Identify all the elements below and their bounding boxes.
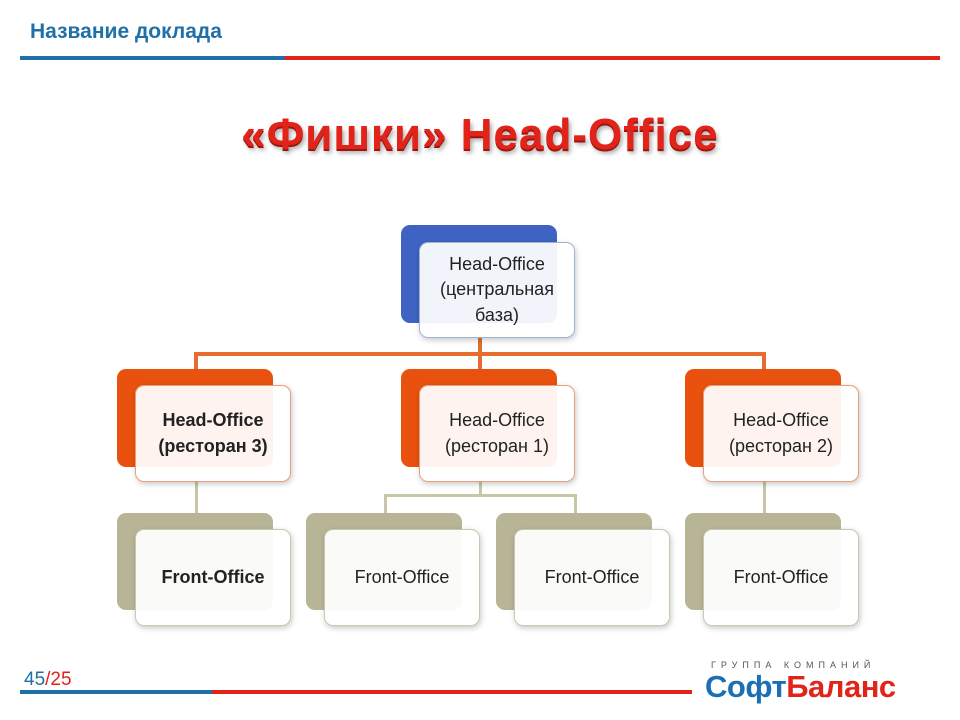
report-title: Название доклада xyxy=(30,20,222,43)
slide-title: «Фишки» Head-Office xyxy=(241,110,719,159)
leaf-node-front-office: Front-Office xyxy=(514,529,670,626)
page-counter: 45/25 xyxy=(24,669,72,691)
logo-part-balance: Баланс xyxy=(786,669,896,704)
leaf-node-front-office: Front-Office xyxy=(135,529,291,626)
page-separator: / xyxy=(45,669,51,690)
leaf-node-front-office: Front-Office xyxy=(324,529,480,626)
connector-to-branch-3 xyxy=(762,352,766,372)
page-total: 25 xyxy=(50,669,72,690)
footer-rule-red xyxy=(212,690,692,694)
softbalance-logo: ГРУППА КОМПАНИЙ СофтБаланс xyxy=(705,660,945,708)
connector-branch-2-down xyxy=(479,482,482,496)
connector-branch-1-leaf xyxy=(195,482,198,515)
root-node: Head-Office (центральная база) xyxy=(419,242,575,338)
connector-branch-3-leaf xyxy=(763,482,766,515)
branch-node-restaurant-1: Head-Office (ресторан 1) xyxy=(419,385,575,482)
footer-rule-blue xyxy=(20,690,212,694)
connector-branch-2-leaf-2 xyxy=(574,494,577,515)
connector-branch-2-leaf-1 xyxy=(384,494,387,515)
header-rule-blue xyxy=(20,56,285,60)
logo-wordmark: СофтБаланс xyxy=(705,669,896,705)
branch-node-restaurant-3: Head-Office (ресторан 3) xyxy=(135,385,291,482)
branch-node-restaurant-2: Head-Office (ресторан 2) xyxy=(703,385,859,482)
page-current: 45 xyxy=(24,669,46,690)
logo-part-soft: Софт xyxy=(705,669,787,704)
connector-to-branch-1 xyxy=(194,352,198,372)
logo-tagline: ГРУППА КОМПАНИЙ xyxy=(711,660,876,670)
header-rule-red xyxy=(285,56,940,60)
connector-root-down xyxy=(478,338,482,354)
leaf-node-front-office: Front-Office xyxy=(703,529,859,626)
connector-branch-2-horizontal xyxy=(384,494,577,497)
connector-to-branch-2 xyxy=(478,352,482,372)
